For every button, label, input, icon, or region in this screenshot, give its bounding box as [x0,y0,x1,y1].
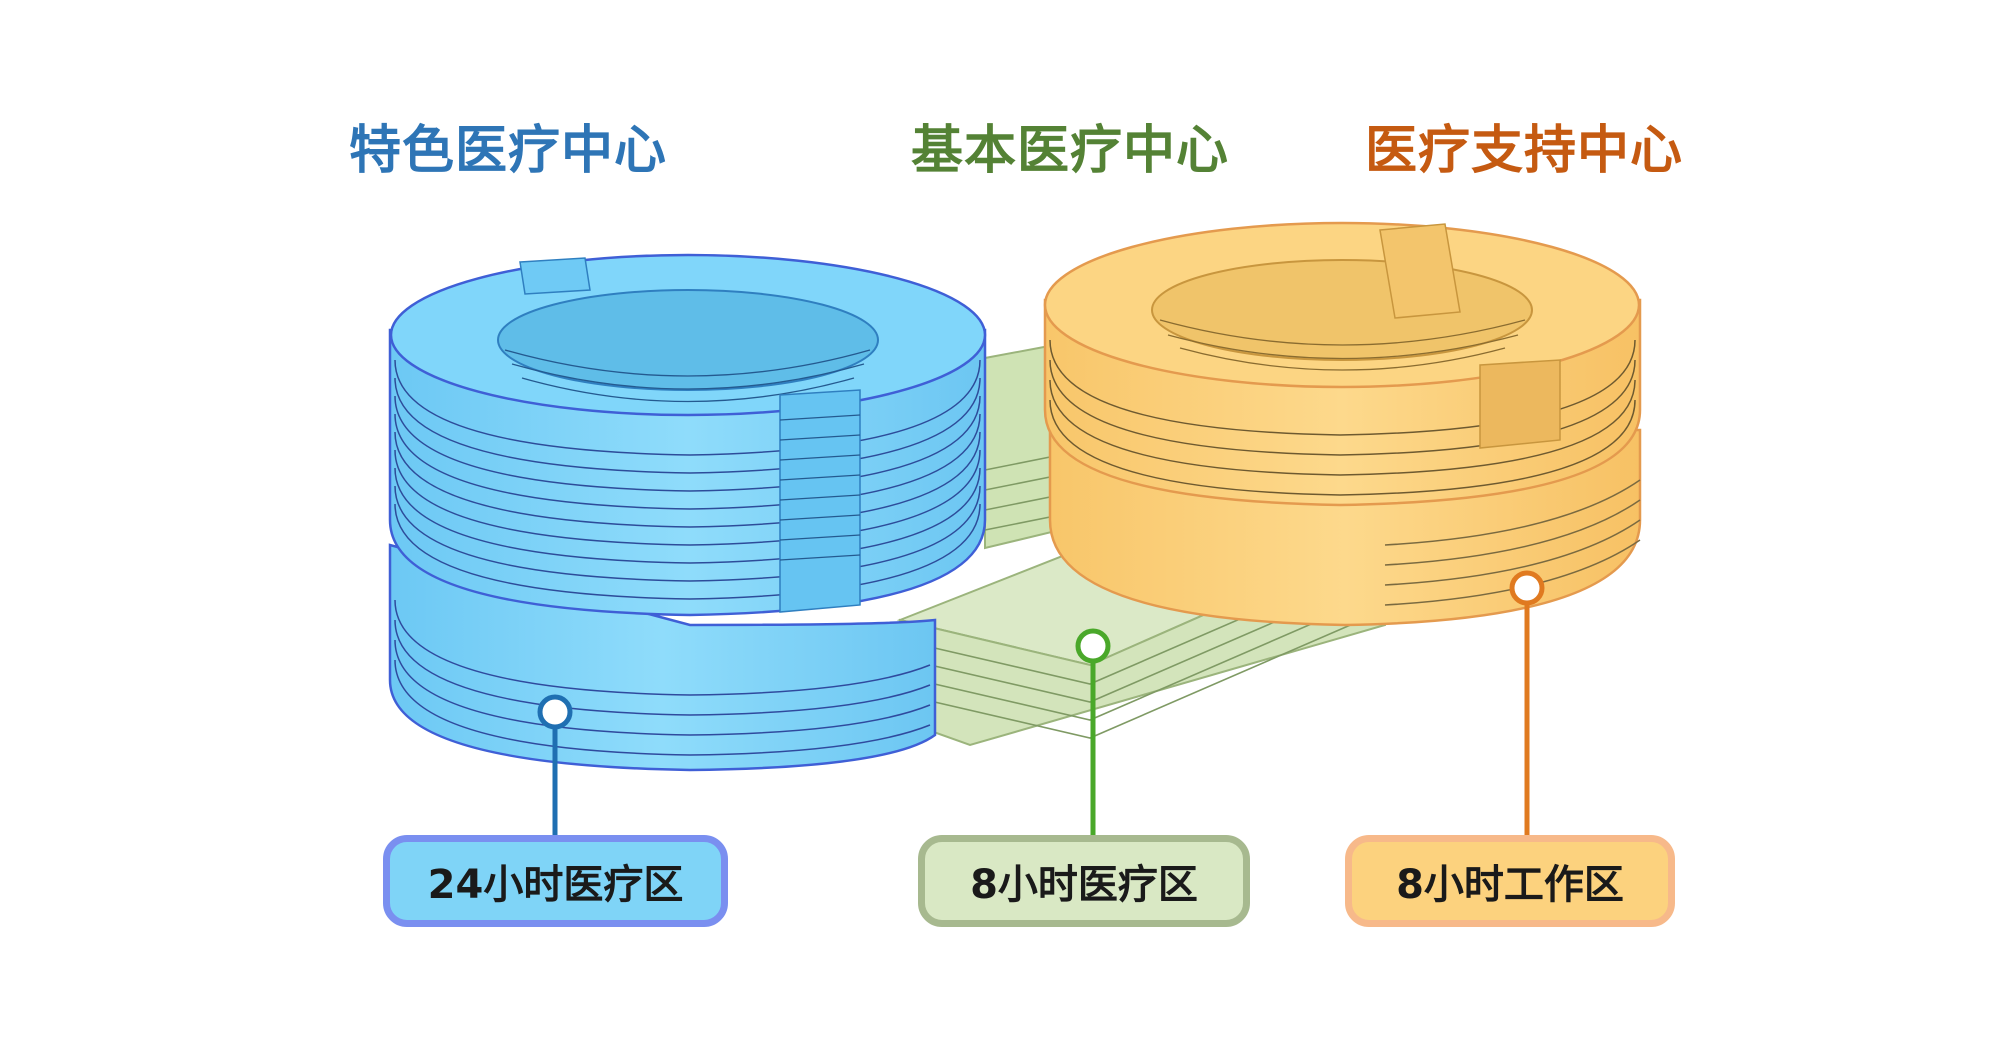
leader-center [1075,628,1111,838]
orange-notch-front [1479,359,1561,449]
marker-center [1075,628,1111,664]
orange-hole-floor-lines [1159,319,1526,371]
leader-left [537,694,573,838]
blue-ring-floor-lines [394,359,981,600]
title-support-center: 医疗支持中心 [1365,121,1684,181]
label-8h-work-zone: 8小时工作区 [1345,835,1675,927]
blue-ring-hole [497,289,879,391]
blue-tower [388,253,987,772]
blue-hole-floor-lines [504,349,871,403]
title-specialty-center: 特色医疗中心 [349,121,668,181]
label-8h-medical-zone: 8小时医疗区 [918,835,1250,927]
blue-notch-floor-lines [779,414,861,561]
label-24h-medical-zone: 24小时医疗区 [383,835,728,927]
orange-notch-top [1379,223,1461,319]
marker-right [1509,570,1545,606]
green-back-floor-lines [984,454,1061,531]
blue-podium-floor-lines [394,599,931,756]
leader-right [1509,570,1545,838]
blue-notch-top [519,257,591,295]
orange-tower [1043,221,1642,627]
orange-ring-floor-lines [1049,339,1636,496]
title-basic-center: 基本医疗中心 [911,121,1230,181]
marker-left [537,694,573,730]
blue-notch-right [779,389,861,613]
